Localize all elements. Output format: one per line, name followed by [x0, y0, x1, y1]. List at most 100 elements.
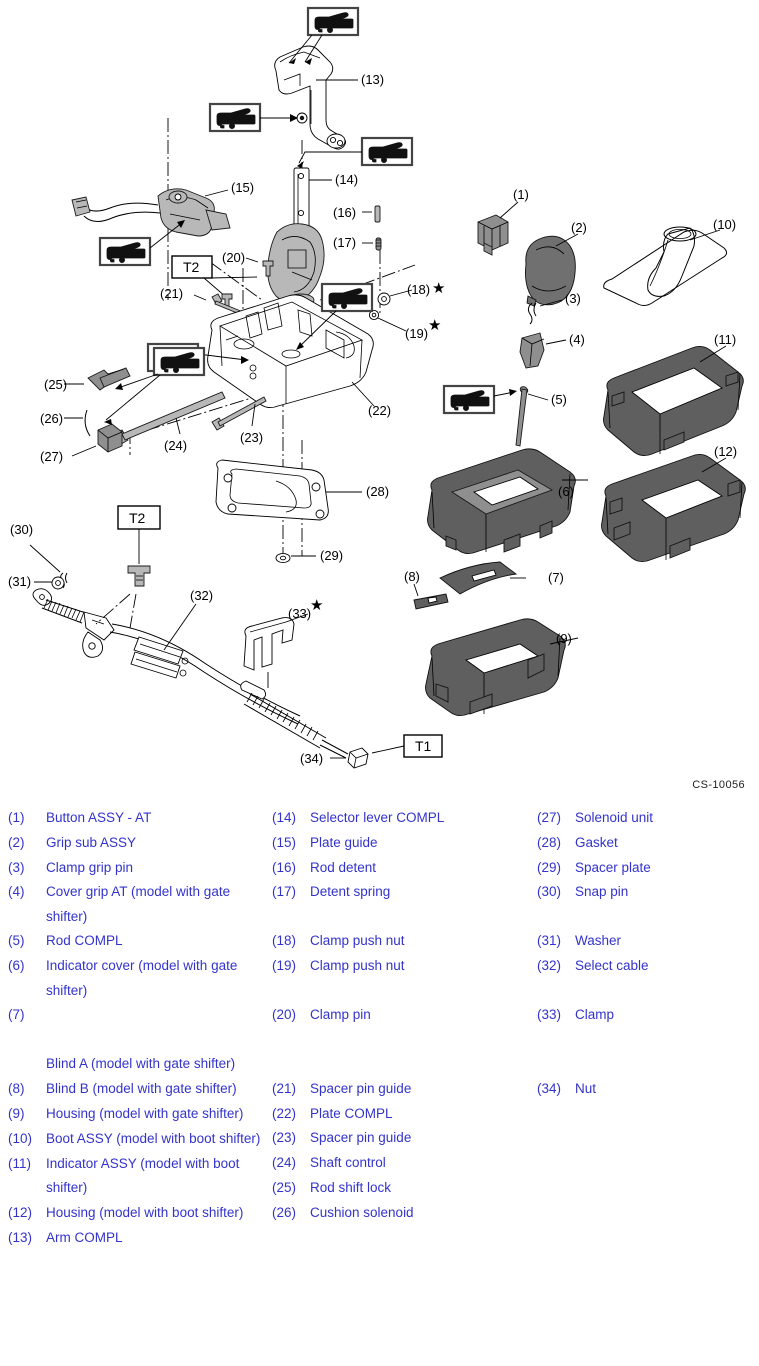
legend-item: (23)Spacer pin guide [272, 1126, 530, 1150]
legend-item: (22)Plate COMPL [272, 1102, 530, 1126]
legend-item-number: (24) [272, 1155, 297, 1171]
torque-tag-t2-upper: T2 [171, 255, 258, 309]
legend-item-number: (9) [8, 1106, 25, 1122]
legend-item-number: (18) [272, 933, 297, 949]
legend-item-text: Rod shift lock [310, 1179, 392, 1195]
legend-item-text: Clamp grip pin [46, 859, 134, 875]
callout-30-label: (30) [10, 522, 33, 537]
legend-item: (16) Rod detent [272, 856, 530, 880]
legend-item: Blind A (model with gate shifter) [8, 1052, 266, 1076]
legend-item: (19) Clamp push nut [272, 954, 530, 978]
legend-item: (3)Clamp grip pin [8, 856, 266, 880]
legend-item-text: Plate guide [310, 834, 378, 850]
legend-item-text: Washer [575, 933, 622, 949]
legend-item-number: (15) [272, 834, 297, 850]
legend-item-number: (11) [8, 1155, 32, 1171]
part-26-cushion-solenoid: (26) [40, 409, 91, 437]
legend-column-2: (14)Selector lever COMPL (15)Plate guide… [272, 806, 530, 1226]
legend-item: (29)Spacer plate [537, 856, 752, 880]
legend-item-text: Spacer plate [575, 859, 651, 875]
grease-callout-rod [444, 386, 517, 413]
legend-item-text: Button ASSY - AT [46, 810, 152, 825]
legend-item: (13)Arm COMPL [8, 1226, 266, 1250]
callout-26-label: (26) [40, 411, 63, 426]
legend-item-text: Indicator cover (model with gate shifter… [46, 958, 238, 998]
exploded-parts-diagram: (13) (14) [8, 0, 746, 769]
torque-tag-t1-label: T1 [415, 738, 432, 754]
part-2-grip-sub-assy: (2) [524, 220, 587, 307]
callout-18-label: (18) [407, 282, 430, 297]
legend-item-number: (16) [272, 859, 297, 875]
legend-item-text: Rod COMPL [46, 933, 123, 949]
legend-item: (18)Clamp push nut [272, 929, 530, 953]
legend-item-number: (33) [537, 1007, 562, 1023]
star-marker-18: ★ [432, 280, 445, 297]
legend-item-number: (26) [272, 1204, 297, 1220]
grease-callout-plate-guide [100, 220, 185, 265]
legend-item: (20)Clamp pin [272, 1003, 530, 1027]
callout-3-label: (3) [565, 291, 581, 306]
star-marker-33: ★ [310, 597, 323, 614]
callout-29-label: (29) [320, 548, 343, 563]
legend-item-text: Indicator ASSY (model with boot shifter) [46, 1155, 240, 1195]
callout-12-label: (12) [714, 444, 737, 459]
legend-item: (34)Nut [537, 1077, 752, 1101]
legend-item-text: Cushion solenoid [310, 1204, 414, 1220]
callout-34-label: (34) [300, 751, 323, 766]
part-6-indicator-cover: (6) [427, 448, 588, 555]
callout-22: (22) [351, 381, 391, 418]
legend-item-number: (23) [272, 1130, 297, 1146]
legend-item-text: Clamp [575, 1007, 615, 1023]
callout-27-label: (27) [40, 449, 63, 464]
legend-item-number: (19) [272, 958, 297, 974]
legend-item-text: Blind B (model with gate shifter) [46, 1081, 237, 1097]
legend-spacer [272, 1052, 530, 1076]
callout-7-label: (7) [548, 570, 564, 585]
callout-25-label: (25) [44, 377, 67, 392]
callout-22-label: (22) [368, 403, 391, 418]
part-14-selector-lever [267, 167, 325, 307]
legend-item-number: (31) [537, 933, 562, 949]
legend-item-text: Housing (model with boot shifter) [46, 1204, 244, 1220]
legend-item-text: Clamp pin [310, 1007, 371, 1023]
legend-item: (4)Cover grip AT (model with gate shifte… [8, 880, 266, 929]
callout-2-label: (2) [571, 220, 587, 235]
callout-13: (13) [316, 72, 384, 87]
callout-17-label: (17) [333, 235, 356, 250]
part-4-cover-grip-at: (4) [519, 332, 585, 369]
torque-tag-t1: T1 [371, 734, 443, 758]
legend-item-number: (2) [8, 834, 25, 850]
legend-item-text: Arm COMPL [46, 1229, 123, 1245]
part-29-spacer-plate: (29) [275, 548, 343, 564]
legend-item-text: Grip sub ASSY [46, 834, 137, 850]
legend-item-number: (14) [272, 810, 297, 825]
legend-item-number: (6) [8, 958, 25, 974]
callout-31-label: (31) [8, 574, 31, 589]
legend-item-text: Clamp push nut [310, 958, 405, 974]
legend-item: (12)Housing (model with boot shifter) [8, 1201, 266, 1225]
callout-1-label: (1) [513, 187, 529, 202]
legend-item: (17) Detent spring [272, 880, 530, 904]
grease-callout-arm-pin [210, 104, 298, 131]
callout-5-label: (5) [551, 392, 567, 407]
legend-item-text: Plate COMPL [310, 1105, 393, 1121]
legend-column-3: (27)Solenoid unit (28)Gasket (29)Spacer … [537, 806, 752, 1102]
legend-item-text: Detent spring [310, 884, 391, 900]
torque-tag-t2-lower-label: T2 [129, 510, 146, 526]
legend-item: (10)Boot ASSY (model with boot shifter) [8, 1127, 266, 1151]
legend-item-text: Gasket [575, 834, 618, 850]
callout-33-label: (33) [288, 606, 311, 621]
legend-item: (5)Rod COMPL [8, 929, 266, 953]
legend-item-number: (17) [272, 884, 297, 900]
callout-13-label: (13) [361, 72, 384, 87]
legend-item-text: Blind A (model with gate shifter) [46, 1056, 236, 1072]
legend-item-number: (7) [8, 1007, 25, 1023]
legend-item: (8)Blind B (model with gate shifter) [8, 1077, 266, 1101]
legend-item-text: Rod detent [310, 859, 377, 875]
legend-item: (30)Snap pin [537, 880, 752, 904]
legend-item: (33) Clamp [537, 1003, 752, 1027]
legend-item: (28)Gasket [537, 831, 752, 855]
part-12-housing-boot: (12) [601, 444, 746, 563]
callout-10-label: (10) [713, 217, 736, 232]
legend-item-number: (10) [8, 1130, 33, 1146]
